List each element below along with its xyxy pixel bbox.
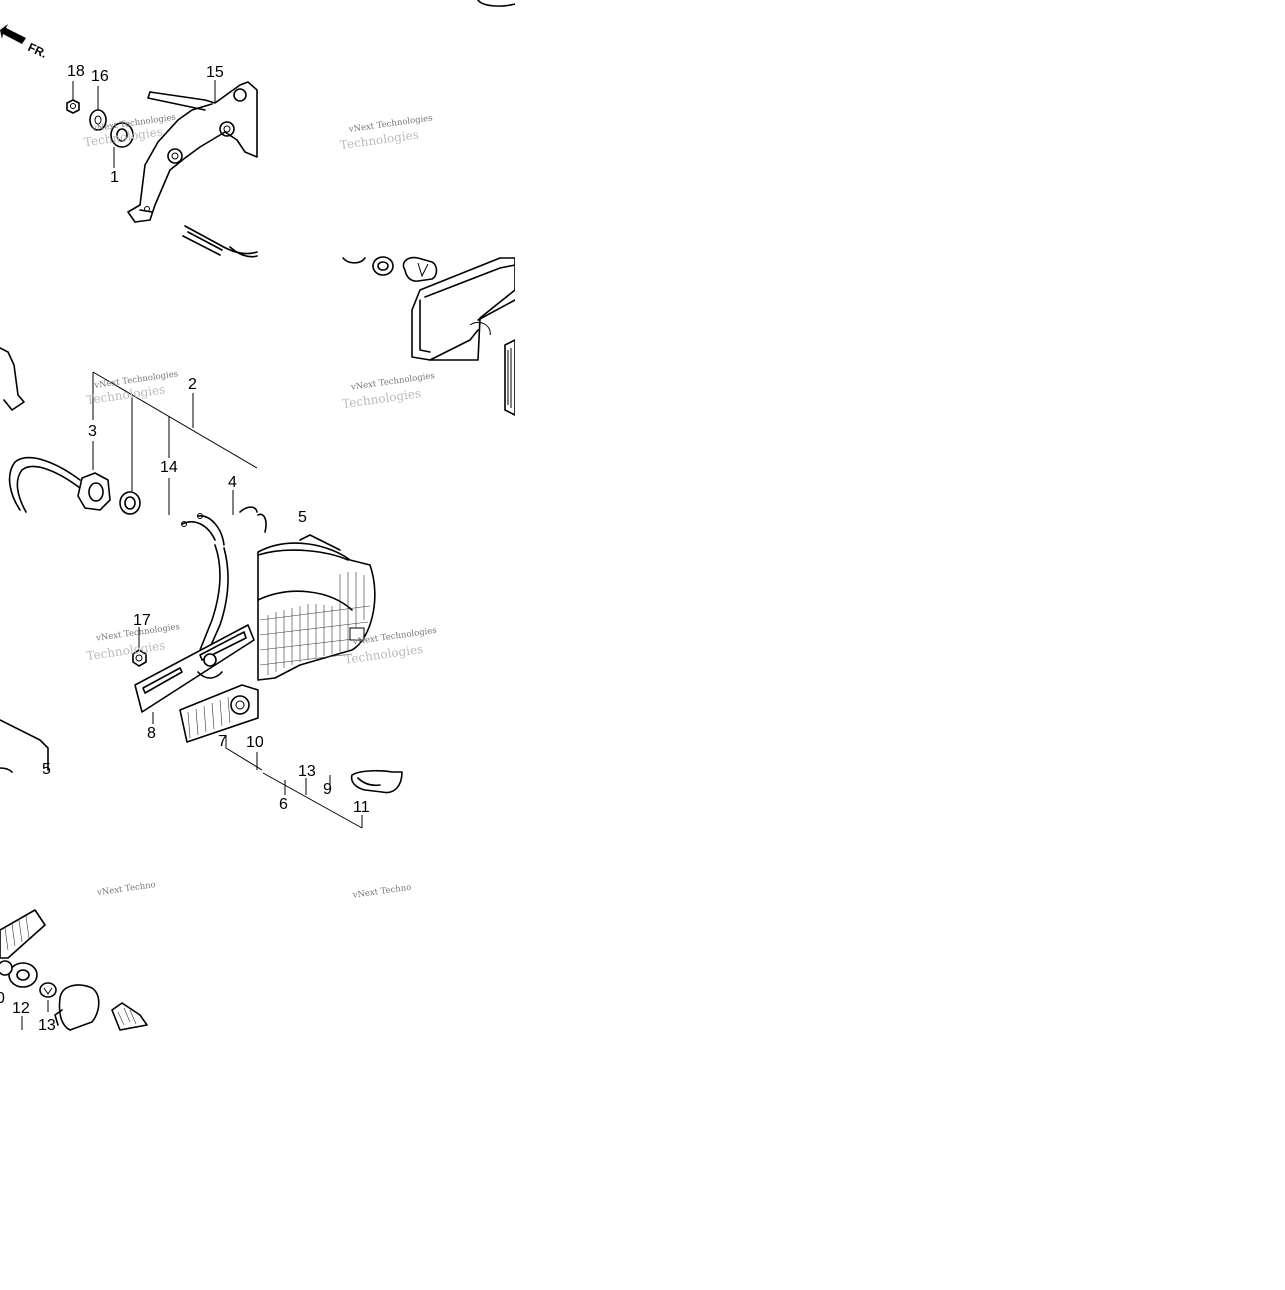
callout-13-b: 13 bbox=[38, 1017, 56, 1034]
svg-text:vNext Techno: vNext Techno bbox=[351, 883, 412, 901]
grommet-part-1 bbox=[110, 122, 134, 148]
taillight-lens-part bbox=[411, 257, 516, 416]
callout-14: 14 bbox=[160, 459, 178, 476]
watermark-7: vNext Techno bbox=[96, 880, 157, 898]
callout-10-cut: 0 bbox=[0, 990, 5, 1007]
callout-8: 8 bbox=[147, 725, 156, 742]
lens-part-5 bbox=[257, 534, 376, 681]
part-fragment-right bbox=[239, 506, 258, 513]
part-fragment-left-3 bbox=[0, 767, 13, 773]
callout-15: 15 bbox=[206, 64, 224, 81]
part-fragment-left bbox=[0, 347, 25, 411]
tile-bracket: FR. bbox=[0, 0, 516, 258]
part-fragment-left-2 bbox=[0, 719, 49, 771]
wire-harness bbox=[182, 225, 258, 258]
nut-part-18 bbox=[66, 99, 80, 114]
callout-11: 11 bbox=[353, 799, 370, 816]
callout-16: 16 bbox=[91, 68, 109, 85]
turn-signal-housing bbox=[54, 984, 148, 1031]
turn-signal-part-11 bbox=[350, 769, 403, 794]
callout-9: 9 bbox=[323, 781, 332, 798]
bulb-part-13 bbox=[39, 982, 57, 998]
callout-4: 4 bbox=[228, 474, 237, 491]
bulb-part bbox=[402, 256, 438, 282]
tile-lens-rear bbox=[342, 256, 516, 416]
callout-12: 12 bbox=[12, 1000, 30, 1017]
direction-label: FR. bbox=[26, 40, 49, 61]
callout-2: 2 bbox=[188, 376, 197, 393]
part-fragment-top bbox=[477, 0, 516, 7]
svg-text:vNext Techno: vNext Techno bbox=[96, 880, 157, 898]
callout-5-cut: 5 bbox=[42, 761, 51, 778]
callout-5: 5 bbox=[298, 509, 307, 526]
callout-6: 6 bbox=[279, 796, 288, 813]
tile-socket-assembly: 3 2 14 4 bbox=[0, 347, 258, 515]
wire-leads bbox=[181, 513, 229, 653]
callout-17: 17 bbox=[133, 612, 151, 629]
socket-part-3 bbox=[77, 472, 111, 511]
gasket-part-14 bbox=[119, 491, 141, 515]
callout-7: 7 bbox=[218, 733, 227, 750]
callout-18: 18 bbox=[67, 63, 85, 80]
watermark-2: vNext Technologies Technologies bbox=[339, 113, 433, 152]
part-fragment bbox=[342, 257, 366, 264]
washer-part-12 bbox=[0, 960, 38, 988]
tile-taillight-assembly: 17 8 7 10 5 5 bbox=[0, 509, 376, 778]
bracket-part-15 bbox=[127, 81, 258, 223]
watermark-4: vNext Technologies Technologies bbox=[341, 371, 435, 411]
callout-1: 1 bbox=[110, 169, 119, 186]
washer-part-16 bbox=[89, 109, 107, 131]
socket-part bbox=[372, 256, 394, 276]
callout-3: 3 bbox=[88, 423, 97, 440]
lens-hatching bbox=[259, 572, 371, 675]
tile-turn-signal: 0 12 13 bbox=[0, 909, 148, 1034]
reflector-fragment bbox=[0, 909, 46, 959]
cord-part-3 bbox=[8, 456, 81, 513]
front-direction-arrow: FR. bbox=[0, 24, 49, 61]
reflector-part-7 bbox=[179, 684, 259, 743]
callout-10: 10 bbox=[246, 734, 264, 751]
tile-callout-row: 13 6 9 11 bbox=[262, 763, 403, 829]
seal-fragment bbox=[257, 513, 267, 533]
plate-part-8 bbox=[134, 624, 255, 713]
watermark-8: vNext Techno bbox=[351, 883, 412, 901]
callout-13: 13 bbox=[298, 763, 316, 780]
